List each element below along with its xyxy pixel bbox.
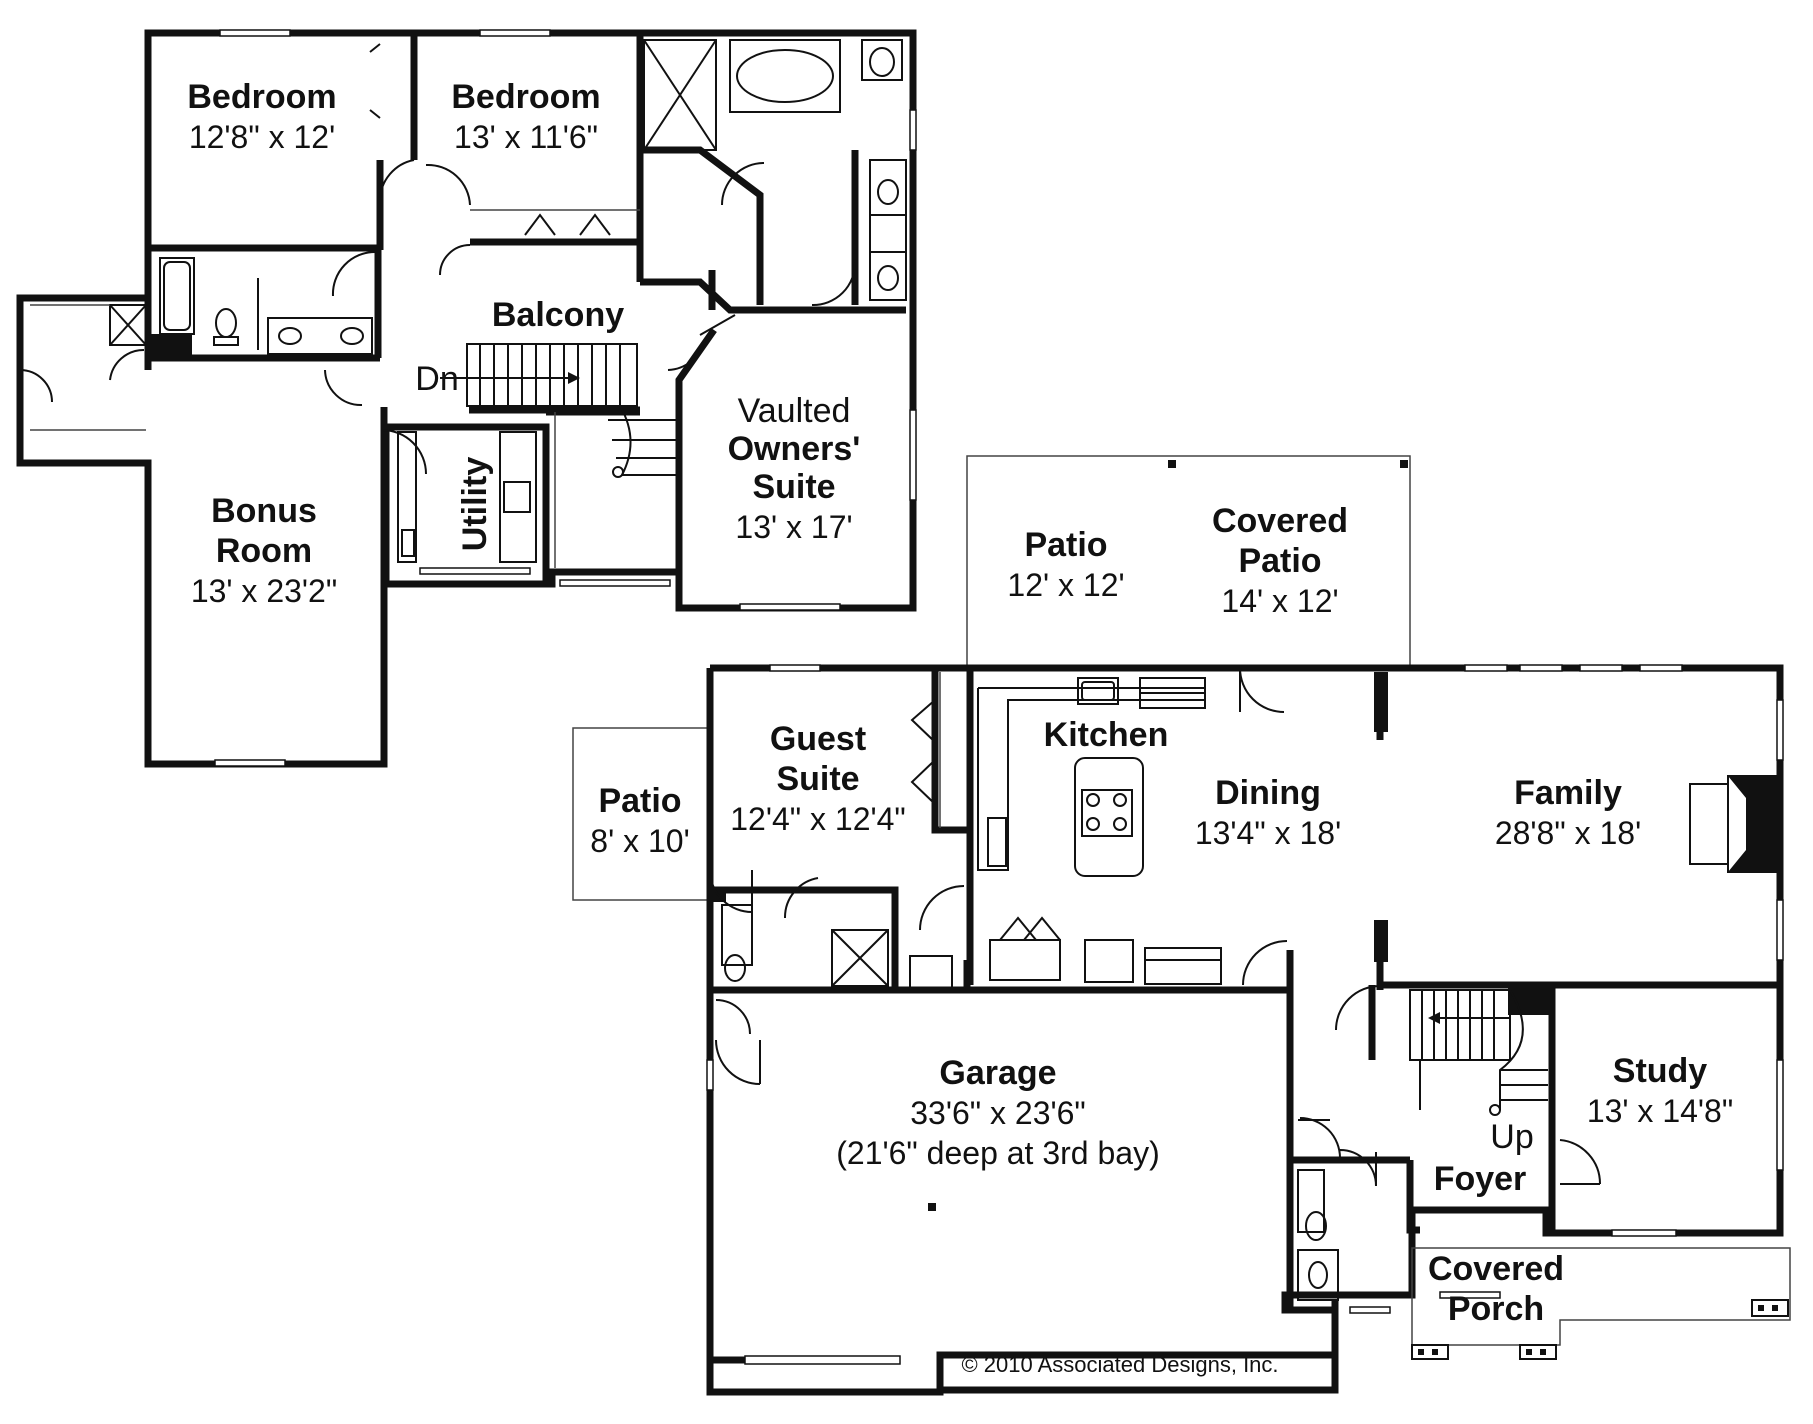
copyright-notice: © 2010 Associated Designs, Inc. <box>961 1352 1278 1377</box>
main-floor <box>572 455 1791 1396</box>
upper-floor <box>16 29 917 768</box>
fireplace <box>1689 775 1777 873</box>
family-name: Family <box>1514 774 1622 812</box>
upper-interior-walls <box>144 33 906 584</box>
covered-patio-name-line2: Patio <box>1238 542 1321 580</box>
covered-porch-name-line2: Porch <box>1448 1290 1544 1328</box>
balcony-name: Balcony <box>492 296 624 334</box>
main-garage-wall <box>710 1300 1339 1394</box>
covered-porch-name-line1: Covered <box>1428 1250 1564 1288</box>
owners-suite-prefix: Vaulted <box>738 392 851 430</box>
study-name: Study <box>1613 1052 1708 1090</box>
foyer-name: Foyer <box>1434 1160 1527 1198</box>
main-stair <box>1409 989 1548 1116</box>
dining-dims: 13'4" x 18' <box>1195 815 1341 851</box>
main-stair-label: Up <box>1490 1118 1533 1156</box>
guest-suite-name-line1: Guest <box>770 720 866 758</box>
bedroom-1-name: Bedroom <box>187 78 336 116</box>
family-dims: 28'8" x 18' <box>1495 815 1641 851</box>
garage-note: (21'6" deep at 3rd bay) <box>836 1135 1159 1171</box>
owners-suite-name-line1: Owners' <box>728 430 861 468</box>
garage-dims: 33'6" x 23'6" <box>910 1095 1086 1131</box>
utility-name: Utility <box>456 457 494 552</box>
bonus-room-dims: 13' x 23'2" <box>191 573 337 609</box>
dining-name: Dining <box>1215 774 1321 812</box>
kitchen-island <box>1074 757 1144 877</box>
upper-stair <box>440 343 680 478</box>
bedroom-2-name: Bedroom <box>451 78 600 116</box>
side-patio-name: Patio <box>598 782 681 820</box>
covered-patio-name-line1: Covered <box>1212 502 1348 540</box>
room-labels: Bedroom 12'8" x 12' Bedroom Bedroom 13' … <box>187 78 1733 1377</box>
bonus-room-name-line2: Room <box>216 532 312 570</box>
rear-patio-name: Patio <box>1024 526 1107 564</box>
side-patio-dims: 8' x 10' <box>590 823 689 859</box>
guest-suite-dims: 12'4" x 12'4" <box>730 801 906 837</box>
covered-patio-dims: 14' x 12' <box>1221 583 1338 619</box>
main-interior-walls <box>710 668 1780 1310</box>
bonus-room-name-line1: Bonus <box>211 492 317 530</box>
guest-suite-name-line2: Suite <box>776 760 859 798</box>
garage-name: Garage <box>939 1054 1056 1092</box>
upper-stair-label: Dn <box>415 360 458 398</box>
rear-patio-dims: 12' x 12' <box>1007 567 1124 603</box>
owners-suite-dims: 13' x 17' <box>735 509 852 545</box>
kitchen-name: Kitchen <box>1044 716 1169 754</box>
owners-suite-name-line2: Suite <box>752 468 835 506</box>
bedroom-1-dims: 12'8" x 12' <box>189 119 335 155</box>
study-dims: 13' x 14'8" <box>1587 1093 1733 1129</box>
bedroom-2-dims-text: 13' x 11'6" <box>454 119 598 155</box>
